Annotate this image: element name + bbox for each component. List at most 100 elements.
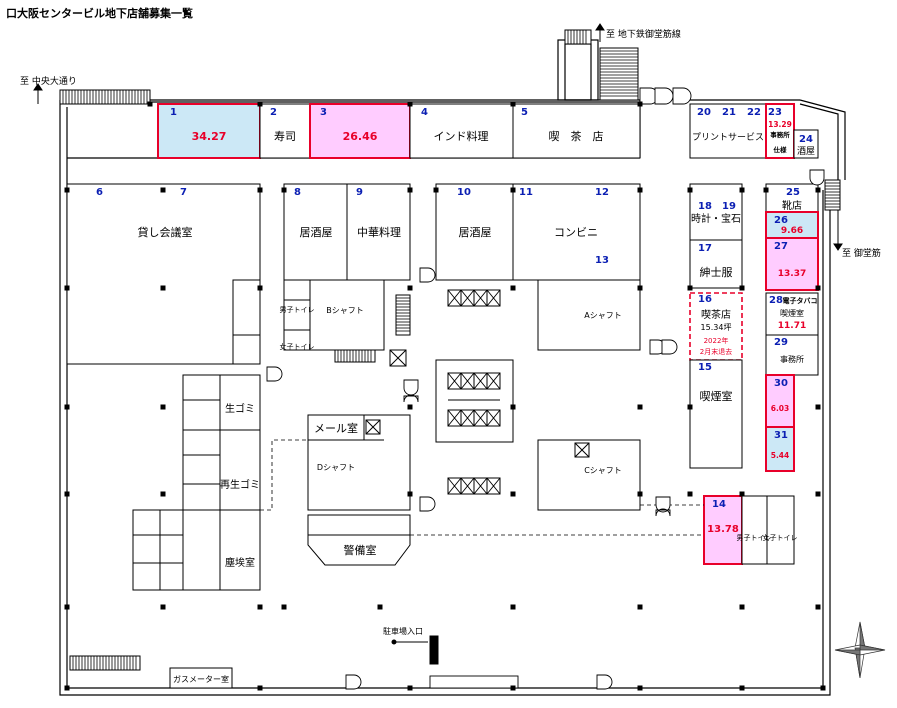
- x-brace: [486, 409, 501, 427]
- column-dot: [739, 285, 745, 291]
- column-dot: [637, 604, 643, 610]
- c-shaft-label: Cシャフト: [584, 466, 622, 475]
- womens-wc-label-2: 女子トイレ: [763, 533, 798, 542]
- column-dot: [281, 187, 287, 193]
- column-dot: [407, 187, 413, 193]
- mens-wc-label-2: 男子トイレ: [737, 534, 772, 542]
- column-dot: [739, 604, 745, 610]
- column-dot: [763, 187, 769, 193]
- column-dot: [687, 491, 693, 497]
- name-29: 事務所: [780, 354, 804, 364]
- x-brace: [447, 477, 462, 495]
- num-27: 27: [774, 241, 788, 252]
- column-dot: [160, 404, 166, 410]
- x-box: [486, 477, 501, 495]
- dust-label: 塵埃室: [225, 556, 255, 569]
- column-dot: [160, 285, 166, 291]
- recycle-label: 再生ゴミ: [220, 478, 260, 491]
- column-dot: [687, 404, 693, 410]
- area-23: 13.29: [768, 120, 792, 129]
- unit-20-22[interactable]: [689, 103, 767, 159]
- column-dot: [815, 604, 821, 610]
- x-brace: [447, 409, 462, 427]
- area-27: 13.37: [778, 269, 806, 279]
- column-dot: [510, 491, 516, 497]
- top-row: [157, 103, 819, 159]
- name-24: 酒屋: [797, 146, 815, 157]
- column-dot: [637, 285, 643, 291]
- name-2: 寿司: [274, 129, 296, 143]
- num-31: 31: [774, 430, 788, 441]
- column-dot: [257, 685, 263, 691]
- num-6: 6: [96, 187, 103, 198]
- name-9: 中華料理: [357, 225, 401, 239]
- unit-30[interactable]: [765, 374, 795, 428]
- column-dot: [257, 285, 263, 291]
- column-dot: [160, 491, 166, 497]
- num-22: 22: [747, 107, 761, 118]
- name-25: 靴店: [782, 199, 802, 212]
- x-box: [486, 409, 501, 427]
- b-shaft-label: Bシャフト: [326, 306, 364, 315]
- d-shaft-label: Dシャフト: [317, 463, 355, 472]
- column-dot: [637, 491, 643, 497]
- page-title: 口大阪センタービル地下店舗募集一覧: [6, 7, 193, 20]
- x-brace: [473, 477, 488, 495]
- unit-17[interactable]: [689, 239, 743, 289]
- unit-14[interactable]: [703, 495, 743, 565]
- num-29: 29: [774, 337, 788, 348]
- column-dot: [407, 404, 413, 410]
- unit-15[interactable]: [689, 359, 743, 469]
- unit-18-19[interactable]: [689, 183, 743, 241]
- column-dot: [815, 491, 821, 497]
- column-dot: [64, 404, 70, 410]
- unit-25[interactable]: [765, 183, 819, 213]
- column-dot: [510, 285, 516, 291]
- column-dot: [510, 101, 516, 107]
- unit-24[interactable]: [793, 129, 819, 159]
- x-box: [486, 289, 501, 307]
- num-7: 7: [180, 187, 187, 198]
- unit-numbers: 1 2 3 4 5 6 7 8 9 10 11 12 13 14 15 16 1…: [96, 107, 813, 510]
- num-15: 15: [698, 362, 712, 373]
- note1-16: 2022年: [704, 336, 729, 345]
- unit-28[interactable]: [765, 292, 819, 336]
- x-brace: [473, 372, 488, 390]
- far-right-column: [765, 183, 819, 472]
- unit-6-7[interactable]: [66, 183, 261, 365]
- unit-9[interactable]: [346, 183, 411, 281]
- unit-27[interactable]: [765, 237, 819, 291]
- num-30: 30: [774, 378, 788, 389]
- label-midosuji: 至 御堂筋: [842, 247, 881, 259]
- name-11: コンビニ: [554, 226, 598, 239]
- label-parking: 駐車場入口: [383, 626, 423, 636]
- num-18: 18: [698, 201, 712, 212]
- column-dot: [510, 685, 516, 691]
- num-5: 5: [521, 107, 528, 118]
- unit-3[interactable]: [309, 103, 411, 159]
- name2-23: 仕様: [773, 145, 788, 154]
- x-brace: [447, 289, 462, 307]
- num-28: 28: [769, 295, 783, 306]
- unit-names: 寿司 インド料理 喫 茶 店 貸し会議室 居酒屋 中華料理 居酒屋 コンビニ 喫…: [138, 129, 818, 403]
- unit-2[interactable]: [259, 103, 311, 159]
- direction-arrows: [33, 23, 843, 665]
- unit-5[interactable]: [512, 103, 641, 159]
- column-dot: [820, 685, 826, 691]
- label-subway: 至 地下鉄御堂筋線: [606, 28, 681, 40]
- num-24: 24: [799, 134, 813, 145]
- column-dot: [64, 187, 70, 193]
- column-dot: [637, 685, 643, 691]
- unit-31[interactable]: [765, 426, 795, 472]
- name2-28: 喫煙室: [780, 308, 804, 318]
- unit-11-13[interactable]: [512, 183, 641, 281]
- column-dot: [739, 685, 745, 691]
- x-brace: [460, 409, 475, 427]
- num-4: 4: [421, 107, 428, 118]
- unit-10[interactable]: [435, 183, 514, 281]
- unit-1[interactable]: [157, 103, 261, 159]
- unit-16[interactable]: [689, 292, 743, 361]
- womens-wc-label-1: 女子トイレ: [280, 342, 315, 351]
- area-16: 15.34坪: [701, 323, 732, 332]
- num-25: 25: [786, 187, 800, 198]
